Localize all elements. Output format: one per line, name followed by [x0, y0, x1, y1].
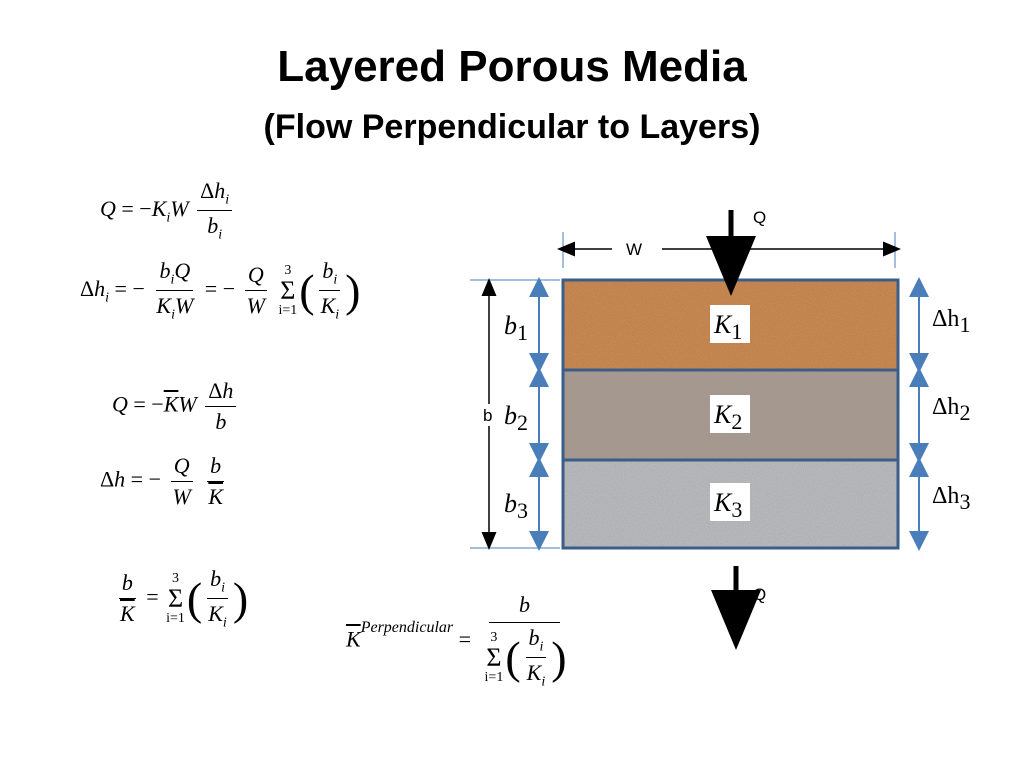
width-label: W [626, 240, 642, 259]
b1-label: b1 [504, 311, 528, 345]
k1-label: K1 [713, 310, 742, 344]
total-thickness-label: b [483, 406, 492, 425]
dh2-label: Δh2 [932, 394, 970, 425]
dh1-label: Δh1 [932, 306, 970, 337]
k2-label-box [710, 395, 750, 433]
flow-label-top: Q [753, 208, 766, 227]
b3-label: b3 [504, 489, 528, 523]
flow-label-bottom: Q [753, 585, 766, 604]
k3-label: K3 [713, 488, 742, 522]
k3-label-box [710, 483, 750, 521]
total-thickness-label-bg [480, 404, 498, 426]
layer-2 [563, 370, 898, 460]
dh3-label: Δh3 [932, 483, 970, 514]
page-subtitle: (Flow Perpendicular to Layers) [263, 108, 761, 146]
b2-label: b2 [504, 401, 528, 435]
k2-label: K2 [713, 400, 742, 434]
layer-1 [563, 280, 898, 370]
k1-label-box [710, 305, 750, 343]
page-title: Layered Porous Media [277, 42, 747, 91]
